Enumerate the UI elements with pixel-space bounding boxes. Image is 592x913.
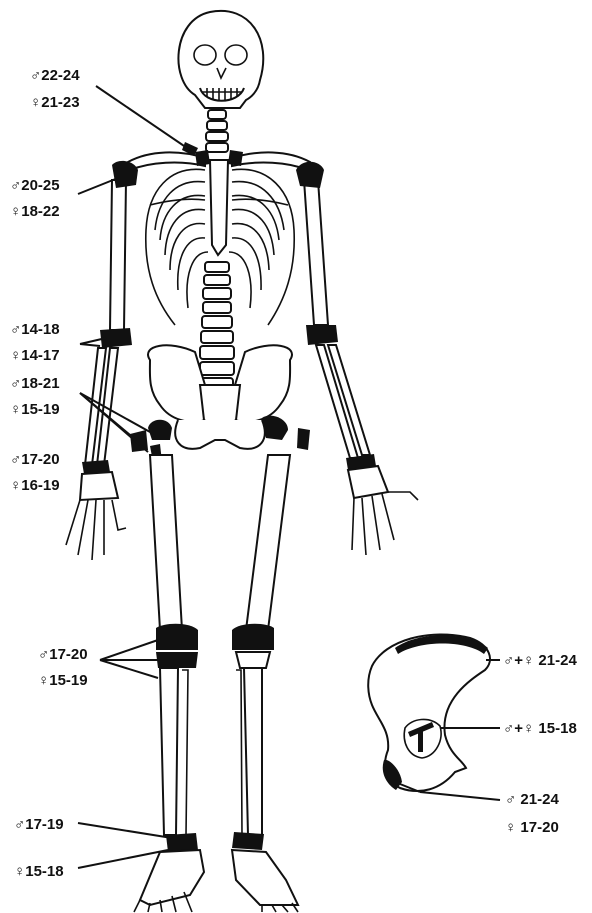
wrist-male-label: ♂17-20	[10, 451, 60, 468]
clavicle-female-label: ♀21-23	[30, 94, 80, 111]
acetabulum-label: ♂+♀ 15-18	[503, 720, 577, 737]
humerus-head-female-label: ♀18-22	[10, 203, 60, 220]
ankle-female-label: ♀15-18	[14, 863, 64, 880]
left-leg	[134, 455, 204, 912]
hip-bone-inset	[368, 634, 490, 791]
knee-male-label: ♂17-20	[38, 646, 88, 663]
rib-cage	[146, 160, 294, 325]
hip-growth-plate	[148, 420, 172, 440]
right-arm	[296, 162, 418, 555]
hip-female-label: ♀15-19	[10, 401, 60, 418]
wrist-female-label: ♀16-19	[10, 477, 60, 494]
skull	[178, 11, 263, 108]
hip-male-label: ♂18-21	[10, 375, 60, 392]
right-leg	[232, 455, 298, 912]
ischial-tuberosity-female-label: ♀ 17-20	[505, 819, 559, 836]
humerus-head-growth-plate	[112, 161, 138, 188]
knee-female-label: ♀15-19	[38, 672, 88, 689]
iliac-crest-label: ♂+♀ 21-24	[503, 652, 577, 669]
humerus-head-male-label: ♂20-25	[10, 177, 60, 194]
clavicle-growth-plate	[195, 150, 210, 166]
left-arm	[66, 161, 138, 560]
ankle-male-label: ♂17-19	[14, 816, 64, 833]
ankle-growth-plate	[166, 833, 198, 852]
elbow-female-label: ♀14-17	[10, 347, 60, 364]
ischial-tuberosity-male-label: ♂ 21-24	[505, 791, 559, 808]
clavicle-male-label: ♂22-24	[30, 67, 80, 84]
elbow-male-label: ♂14-18	[10, 321, 60, 338]
knee-growth-plate	[156, 624, 198, 650]
